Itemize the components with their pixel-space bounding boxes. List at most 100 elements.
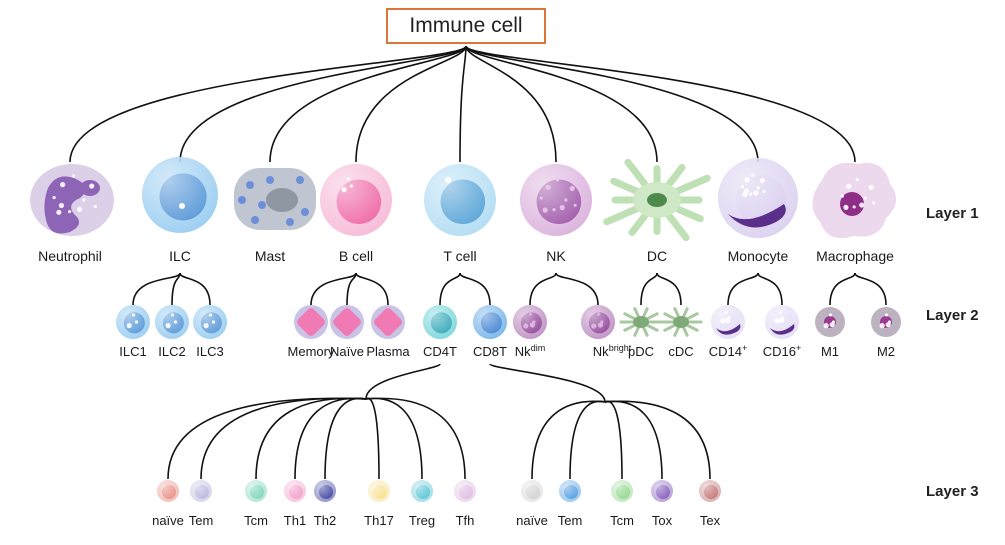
edge-root-to-neutrophil [69,45,467,163]
edge-cd8-3 [604,400,663,480]
label-nk-0-base: Nk [515,344,531,359]
mast-cell-icon [234,168,316,230]
label-cd4-4: Th2 [314,513,336,528]
edge-root-to-dc [465,45,658,163]
dendritic-cell-icon [603,158,711,242]
edge-macrophage-1 [854,272,887,306]
label-ilc-2: ILC3 [196,344,223,359]
edge-dc-1 [656,272,682,306]
cd4-naïve-icon [157,480,179,502]
edge-root-to-macrophage [465,45,856,163]
label-bcell-2: Plasma [366,344,410,359]
edge-cd4-1 [200,397,367,480]
edge-root-to-ilc [179,45,467,163]
edge-bcell-0 [310,272,357,306]
label-cd8-3: Tox [652,513,673,528]
edge-cd4-0 [167,397,367,480]
b-cell-icon [320,164,392,236]
t-cell-subtype-icon [423,305,457,339]
ilc-subtype-icon [193,305,227,339]
label-cd4-5: Th17 [364,513,394,528]
label-nk-0-superscript: dim [531,343,546,353]
edge-monocyte-1 [757,272,783,306]
cd8-tem-icon [559,480,581,502]
label-bcell-0: Memory [288,344,335,359]
monocyte-subtype-icon [711,305,745,339]
nk-cell-icon [520,164,592,236]
monocyte-subtype-icon [765,305,799,339]
edge-root-to-b-cell [355,45,467,163]
label-cd4-7: Tfh [456,513,475,528]
layer-2-label: Layer 2 [926,307,979,324]
label-dc-0: pDC [628,344,654,359]
cd4-th2-icon [314,480,336,502]
edge-dc-0 [640,272,658,306]
label-nk-1-superscript: bright [609,343,632,353]
label-tcell-0: CD4T [423,344,457,359]
ilc-icon [142,157,218,233]
label-cd8-4: Tex [700,513,721,528]
macrophage-subtype-icon [871,307,901,337]
label-monocyte-0-superscript: + [742,343,747,353]
label-cd4-0: naïve [152,513,184,528]
edge-root-to-mast [269,45,467,163]
edge-tcell-0 [439,272,461,306]
edge-cd4t-to-subsets [365,363,441,400]
label-cd8-2: Tcm [610,513,634,528]
cd4-tfh-icon [454,480,476,502]
cd4-tcm-icon [245,480,267,502]
label-cd4-3: Th1 [284,513,306,528]
edge-ilc-0 [132,272,181,306]
cd4-treg-icon [411,480,433,502]
label-tcell-1: CD8T [473,344,507,359]
edge-cd8-1 [569,400,606,480]
label-macrophage-0: M1 [821,344,839,359]
label-macrophage-1: M2 [877,344,895,359]
label-mast: Mast [255,248,285,264]
edge-root-to-t-cell [459,45,467,163]
label-monocyte-1: CD16+ [763,343,802,359]
label-ilc: ILC [169,248,191,264]
label-nk: NK [546,248,566,264]
label-dc: DC [647,248,667,264]
label-cd4-6: Treg [409,513,435,528]
label-cd8-1: Tem [558,513,583,528]
label-b-cell: B cell [339,248,373,264]
edge-bcell-2 [355,272,389,306]
label-ilc-0: ILC1 [119,344,146,359]
edge-cd4-2 [255,397,367,480]
cd4-th1-icon [284,480,306,502]
label-t-cell: T cell [443,248,476,264]
ilc-subtype-icon [155,305,189,339]
layer-1-label: Layer 1 [926,205,979,222]
label-dc-1: cDC [668,344,693,359]
cell-icons [30,157,901,502]
b-cell-subtype-icon [371,305,405,339]
monocyte-icon [718,158,798,238]
cd8-naïve-icon [521,480,543,502]
cd8-tex-icon [699,480,721,502]
label-macrophage: Macrophage [816,248,894,264]
edge-cd8-2 [604,400,623,480]
label-monocyte-0-base: CD14 [709,344,742,359]
cd4-tem-icon [190,480,212,502]
t-cell-icon [424,164,496,236]
edge-tcell-1 [459,272,491,306]
dc-subtype-icon [619,307,663,337]
macrophage-icon [812,162,897,239]
label-cd4-1: Tem [189,513,214,528]
cd8-tcm-icon [611,480,633,502]
label-nk-1: Nkbright [593,343,632,359]
root-node-immune-cell: Immune cell [386,8,546,44]
edge-nk-1 [555,272,599,306]
cd8-tox-icon [651,480,673,502]
label-ilc-1: ILC2 [158,344,185,359]
neutrophil-icon [30,164,114,236]
edge-root-to-nk [465,45,557,163]
edge-cd8t-to-subsets [489,363,606,403]
b-cell-subtype-icon [294,305,328,339]
edge-cd8-4 [604,400,711,480]
